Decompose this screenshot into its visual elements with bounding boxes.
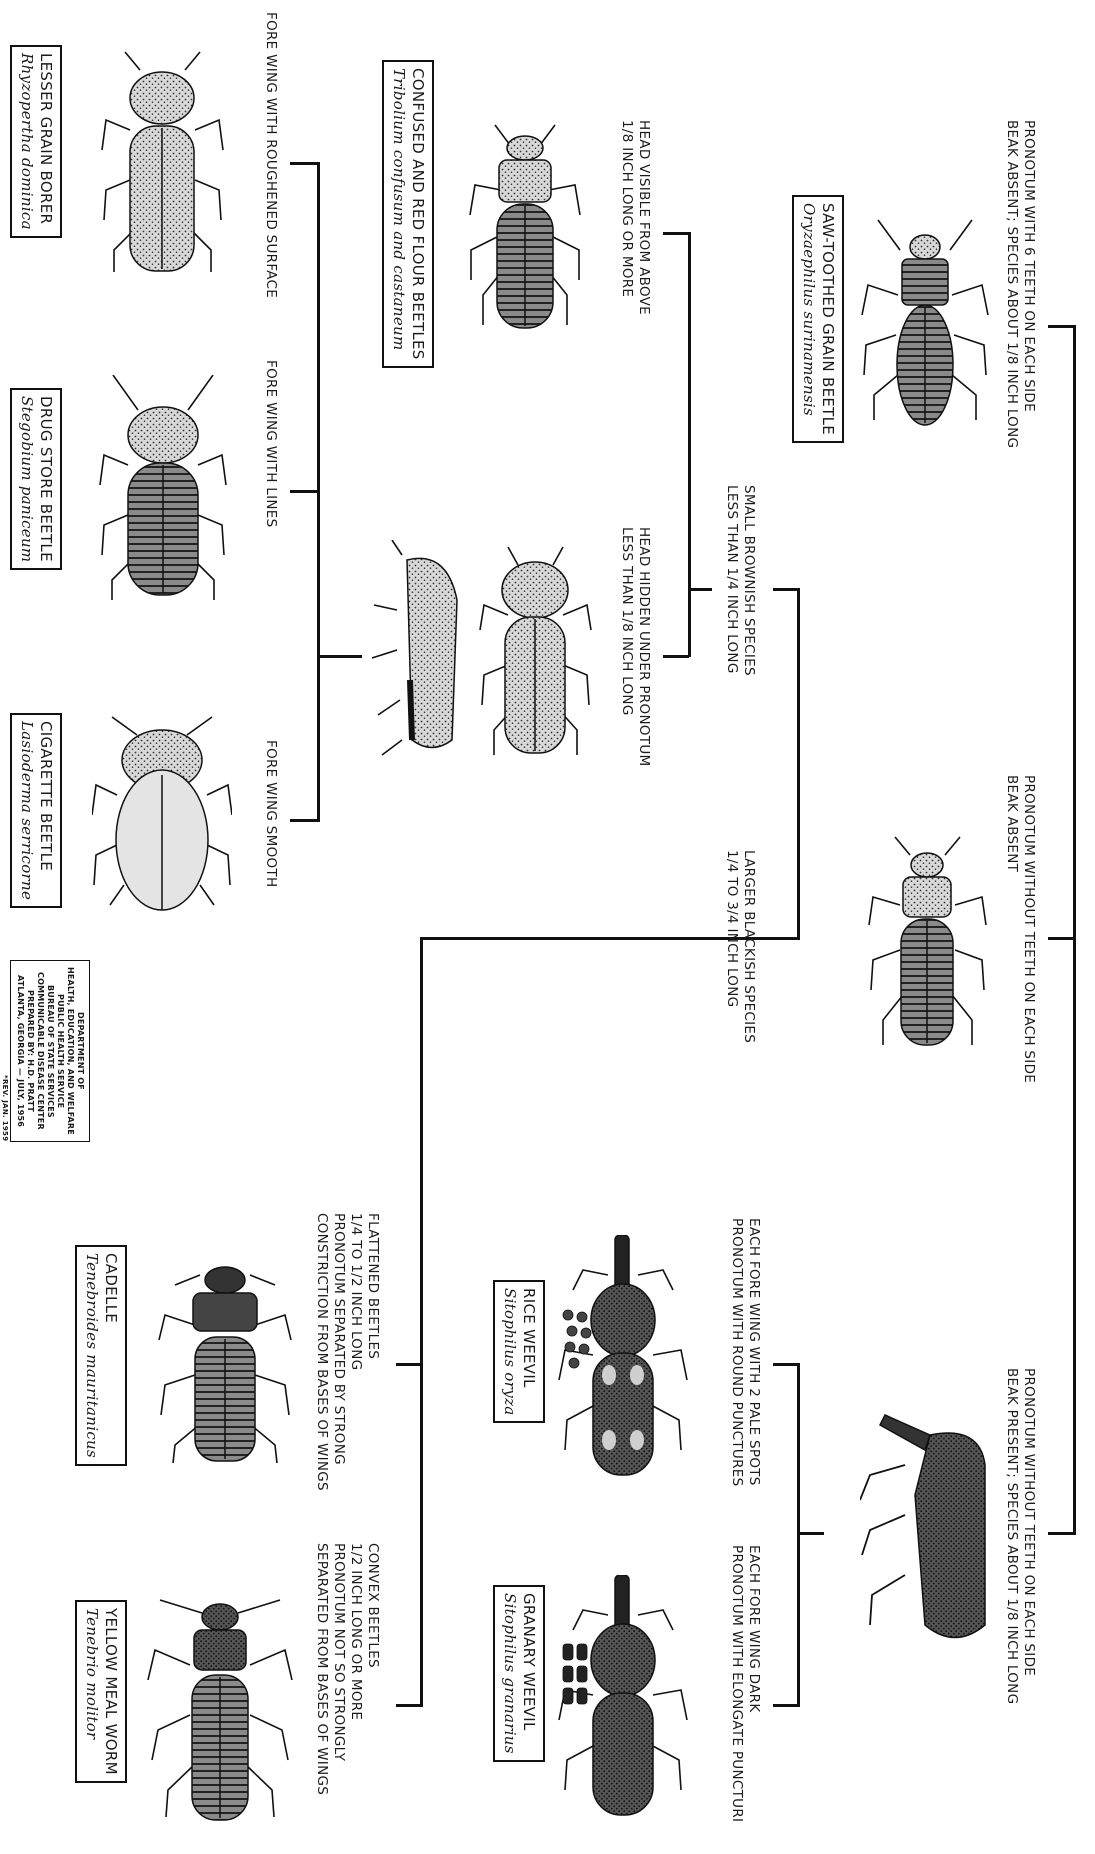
connector (663, 655, 689, 658)
saw-toothed-grain-beetle-illustration (860, 215, 990, 430)
rice-weevil-punctures-detail (560, 1305, 600, 1375)
connector (797, 1363, 800, 1707)
connector (663, 232, 689, 235)
species-box-mealworm: YELLOW MEAL WORM Tenebrio molitor (75, 1600, 127, 1783)
couplet-dark-wing: EACH FORE WING DARK PRONOTUM WITH ELONGA… (728, 1545, 762, 1822)
couplet-fore-wing-roughened: FORE WING WITH ROUGHENED SURFACE (262, 12, 279, 298)
connector (290, 490, 318, 493)
species-box-granary-weevil: GRANARY WEEVIL Sitophilus granarius (493, 1585, 545, 1762)
connector (773, 1704, 799, 1707)
species-box-drug-store: DRUG STORE BEETLE Stegobium paniceum (10, 388, 62, 570)
couplet-pronotum-no-teeth-beak-absent: PRONOTUM WITHOUT TEETH ON EACH SIDE BEAK… (1003, 775, 1037, 1083)
couplet-fore-wing-smooth: FORE WING SMOOTH (262, 740, 279, 887)
couplet-pronotum-no-teeth-beak-present: PRONOTUM WITHOUT TEETH ON EACH SIDE BEAK… (1003, 1368, 1037, 1704)
connector (420, 937, 423, 1707)
bostrichid-top-view-illustration (478, 545, 593, 760)
connector (396, 1704, 422, 1707)
connector (1048, 1532, 1075, 1535)
species-box-lesser-grain-borer: LESSER GRAIN BORER Rhyzopertha dominica (10, 45, 62, 238)
couplet-convex: CONVEX BEETLES 1/2 INCH LONG OR MORE PRO… (313, 1543, 381, 1795)
connector (773, 1363, 799, 1366)
species-box-saw-toothed: SAW-TOOTHED GRAIN BEETLE Oryzaephilus su… (792, 195, 844, 443)
connector (797, 588, 800, 940)
couplet-pale-spots: EACH FORE WING WITH 2 PALE SPOTS PRONOTU… (728, 1218, 762, 1486)
connector (800, 1532, 824, 1535)
bostrichid-side-view-illustration (372, 540, 472, 760)
connector (773, 588, 799, 591)
yellow-meal-worm-illustration (140, 1595, 300, 1825)
couplet-pronotum-6-teeth: PRONOTUM WITH 6 TEETH ON EACH SIDE BEAK … (1003, 120, 1037, 448)
species-box-cadelle: CADELLE Tenebroides mauritanicus (75, 1245, 127, 1466)
beak-absent-beetle-illustration (865, 835, 990, 1050)
connector (317, 655, 362, 658)
credit-box: DEPARTMENT OF HEALTH, EDUCATION, AND WEL… (10, 960, 90, 1142)
cigarette-beetle-illustration (92, 715, 232, 915)
lesser-grain-borer-illustration (100, 50, 225, 275)
connector (290, 819, 318, 822)
connector (688, 232, 691, 657)
connector (1048, 937, 1075, 940)
couplet-head-visible: HEAD VISIBLE FROM ABOVE 1/8 INCH LONG OR… (618, 120, 652, 315)
couplet-flattened: FLATTENED BEETLES 1/4 TO 1/2 INCH LONG P… (313, 1213, 381, 1491)
drug-store-beetle-illustration (98, 375, 228, 600)
revision-note: *REV. JAN. 1959 (0, 1075, 9, 1141)
weevil-side-view-illustration (860, 1405, 1000, 1650)
granary-weevil-punctures-detail (560, 1640, 600, 1710)
couplet-head-hidden: HEAD HIDDEN UNDER PRONOTUM LESS THAN 1/8… (618, 527, 652, 766)
connector (1073, 325, 1076, 1535)
couplet-fore-wing-lines: FORE WING WITH LINES (262, 360, 279, 528)
connector (1048, 325, 1075, 328)
connector (688, 588, 712, 591)
species-box-flour-beetles: CONFUSED AND RED FLOUR BEETLES Tribolium… (382, 60, 434, 368)
connector (396, 1363, 422, 1366)
species-box-rice-weevil: RICE WEEVIL Sitophilus oryza (493, 1280, 545, 1423)
cadelle-illustration (155, 1265, 295, 1465)
connector (290, 162, 318, 165)
couplet-larger-blackish: LARGER BLACKISH SPECIES 1/4 TO 3/4 INCH … (723, 850, 757, 1043)
flour-beetle-illustration (465, 120, 585, 335)
species-box-cigarette: CIGARETTE BEETLE Lasioderma serricorne (10, 713, 62, 908)
couplet-small-brownish: SMALL BROWNISH SPECIES LESS THAN 1/4 INC… (723, 485, 757, 676)
